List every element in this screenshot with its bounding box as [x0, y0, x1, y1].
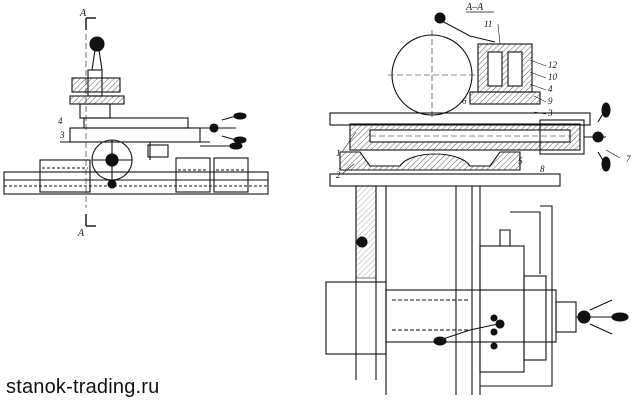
callout-9: 9 [548, 96, 553, 106]
front-callout-4: 4 [58, 116, 63, 126]
callout-10: 10 [548, 72, 558, 82]
callout-12: 12 [548, 60, 558, 70]
callout-7: 7 [626, 154, 631, 164]
callout-2: 2 [336, 170, 341, 180]
callout-4: 4 [548, 84, 553, 94]
leader-lines [341, 23, 621, 175]
front-view [3, 17, 269, 227]
section-view [325, 12, 629, 395]
section-arrow-bottom-label: A [77, 228, 85, 239]
callout-6: 6 [462, 96, 467, 106]
callout-1: 1 [336, 148, 341, 158]
callout-3: 3 [547, 108, 553, 118]
callout-11: 11 [484, 19, 492, 29]
watermark: stanok-trading.ru [6, 376, 160, 398]
section-title: A–A [465, 2, 484, 13]
section-arrow-top-label: A [79, 8, 87, 19]
callout-5: 5 [518, 156, 523, 166]
callout-8: 8 [540, 164, 545, 174]
front-callout-3: 3 [59, 130, 65, 140]
